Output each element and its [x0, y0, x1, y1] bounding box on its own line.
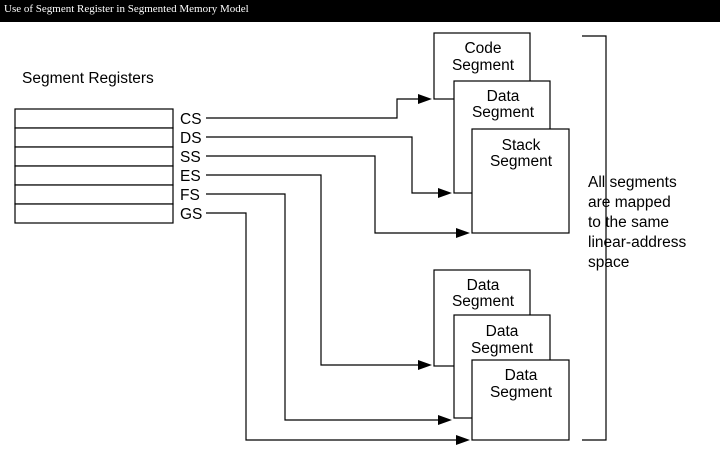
- arrow-gs: [206, 212, 458, 441]
- register-cell-ds: [14, 127, 174, 148]
- mapping-note: All segments are mapped to the same line…: [588, 174, 686, 271]
- arrow-ds: [206, 136, 440, 194]
- register-label-gs: GS: [180, 206, 202, 223]
- arrow-ss: [206, 155, 458, 234]
- code-segment-label-line1: Code: [464, 40, 501, 57]
- arrowhead-fs: [438, 415, 452, 425]
- note-line-2: are mapped: [588, 194, 671, 211]
- data-segment-b1-label-line2: Segment: [452, 293, 515, 310]
- arrowhead-cs: [418, 94, 432, 104]
- data-segment-b1-label-line1: Data: [467, 277, 500, 294]
- register-label-fs: FS: [180, 187, 200, 204]
- top-segment-group: Code Segment Data Segment Stack Segment: [433, 32, 570, 234]
- bottom-segment-group: Data Segment Data Segment Data Segment: [433, 269, 570, 441]
- code-segment-label-line2: Segment: [452, 57, 515, 74]
- stack-segment-label-line2: Segment: [490, 153, 553, 170]
- title-bar: Use of Segment Register in Segmented Mem…: [0, 0, 720, 22]
- data-segment-b2-label-line2: Segment: [471, 340, 534, 357]
- register-table: [14, 108, 174, 224]
- data-segment-top-label-line2: Segment: [472, 104, 535, 121]
- register-label-ds: DS: [180, 130, 202, 147]
- arrowhead-ds: [438, 188, 452, 198]
- stack-segment-label-line1: Stack: [502, 137, 541, 154]
- data-segment-b2-label-line1: Data: [486, 323, 519, 340]
- note-line-1: All segments: [588, 174, 677, 191]
- note-line-5: space: [588, 254, 629, 271]
- arrowhead-gs: [456, 435, 470, 445]
- data-segment-b3-label-line2: Segment: [490, 384, 553, 401]
- arrow-es: [206, 174, 420, 366]
- arrow-cs: [206, 98, 420, 119]
- bracket: [582, 35, 607, 441]
- arrow-fs: [206, 193, 440, 421]
- data-segment-top-label-line1: Data: [487, 88, 520, 105]
- arrowhead-ss: [456, 228, 470, 238]
- register-cell-es: [14, 165, 174, 186]
- register-cell-fs: [14, 184, 174, 205]
- arrowhead-es: [418, 360, 432, 370]
- data-segment-box-bottom-3: [471, 359, 570, 441]
- connector-lines: [206, 94, 470, 445]
- register-label-cs: CS: [180, 111, 202, 128]
- data-segment-b3-label-line1: Data: [505, 367, 538, 384]
- register-label-ss: SS: [180, 149, 201, 166]
- note-line-4: linear-address: [588, 234, 686, 251]
- diagram-title: Use of Segment Register in Segmented Mem…: [4, 3, 249, 15]
- register-label-es: ES: [180, 168, 201, 185]
- register-cell-gs: [14, 203, 174, 224]
- segment-registers-heading: Segment Registers: [22, 70, 154, 87]
- register-cell-cs: [14, 108, 174, 129]
- note-line-3: to the same: [588, 214, 669, 231]
- register-cell-ss: [14, 146, 174, 167]
- stack-segment-box: [471, 128, 570, 234]
